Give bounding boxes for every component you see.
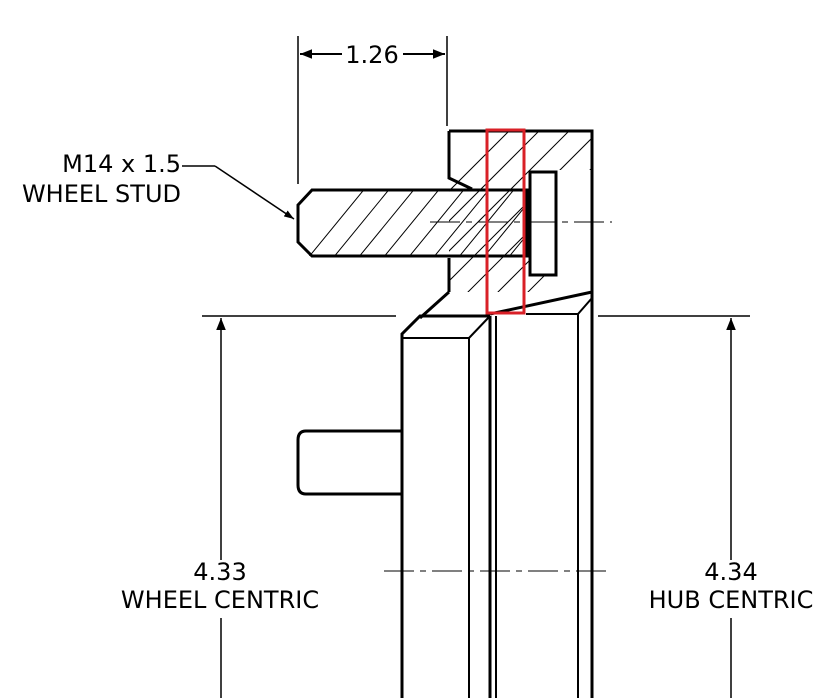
stud-callout-line2: WHEEL STUD	[22, 180, 181, 208]
dimension-top-value: 1.26	[345, 41, 398, 69]
dimension-wheel-centric	[202, 315, 396, 698]
hub-centric-label: HUB CENTRIC	[649, 586, 814, 614]
lower-stud	[296, 429, 402, 496]
stud-callout-leader	[182, 165, 295, 220]
dimension-top	[297, 36, 448, 184]
spacer-body	[400, 292, 594, 698]
wheel-centric-value: 4.33	[193, 558, 246, 586]
highlight-box	[485, 128, 526, 315]
dimension-hub-centric	[598, 315, 750, 698]
stud-callout-line1: M14 x 1.5	[62, 150, 181, 178]
wheel-centric-label: WHEEL CENTRIC	[121, 586, 319, 614]
spacer-upper-section	[418, 129, 594, 320]
wheel-stud	[296, 188, 612, 258]
hub-centric-value: 4.34	[704, 558, 757, 586]
